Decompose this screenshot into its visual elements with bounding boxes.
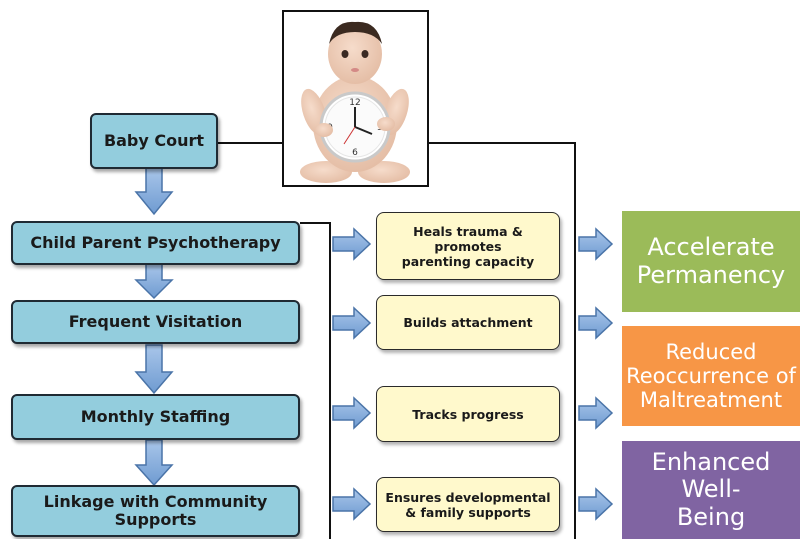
mid-box-label: Builds attachment xyxy=(403,315,533,330)
builds-attachment-box: Builds attachment xyxy=(376,295,560,350)
baby-court-label: Baby Court xyxy=(103,130,205,150)
mid-box-label: Tracks progress xyxy=(412,406,524,422)
mid-box-label: Ensures developmental & family supports xyxy=(385,489,551,520)
monthly-staffing-box: Monthly Staffing xyxy=(11,394,300,440)
community-supports-box: Linkage with Community Supports xyxy=(11,485,300,537)
down-arrow xyxy=(134,263,174,300)
outcome-label: Accelerate Permanency xyxy=(636,232,786,289)
clock-number: 6 xyxy=(352,148,358,158)
right-arrow xyxy=(578,306,614,340)
down-arrow xyxy=(134,167,174,216)
left-box-label: Monthly Staffing xyxy=(80,406,231,426)
outcome-label: Reduced Reoccurrence of Maltreatment xyxy=(626,339,796,413)
right-arrow xyxy=(578,227,614,261)
mid-box-label: Heals trauma & promotes parenting capaci… xyxy=(401,223,535,269)
left-box-label: Child Parent Psychotherapy xyxy=(30,232,281,252)
baby-court-box: Baby Court xyxy=(90,113,218,169)
outcome-accelerate-permanency: Accelerate Permanency xyxy=(622,211,800,312)
down-arrow xyxy=(134,344,174,395)
frame-line-inner xyxy=(300,222,331,539)
right-arrow xyxy=(578,487,614,521)
child-parent-psychotherapy-box: Child Parent Psychotherapy xyxy=(11,221,300,265)
clock-number: 12 xyxy=(349,98,360,108)
outcome-enhanced-well-being: Enhanced Well-Being xyxy=(622,441,800,539)
right-arrow xyxy=(332,227,372,261)
frequent-visitation-box: Frequent Visitation xyxy=(11,300,300,344)
left-box-label: Linkage with Community Supports xyxy=(43,491,268,529)
baby-illustration: 12 3 6 9 xyxy=(300,21,410,183)
right-arrow xyxy=(332,306,372,340)
down-arrow xyxy=(134,439,174,487)
left-box-label: Frequent Visitation xyxy=(68,311,243,331)
outcome-label: Enhanced Well-Being xyxy=(651,447,771,531)
developmental-supports-box: Ensures developmental & family supports xyxy=(376,477,560,532)
right-arrow xyxy=(578,396,614,430)
baby-clock-photo: 12 3 6 9 xyxy=(282,10,429,187)
right-arrow xyxy=(332,396,372,430)
heals-trauma-box: Heals trauma & promotes parenting capaci… xyxy=(376,212,560,280)
right-arrow xyxy=(332,487,372,521)
tracks-progress-box: Tracks progress xyxy=(376,386,560,442)
outcome-reduced-reoccurrence: Reduced Reoccurrence of Maltreatment xyxy=(622,326,800,426)
